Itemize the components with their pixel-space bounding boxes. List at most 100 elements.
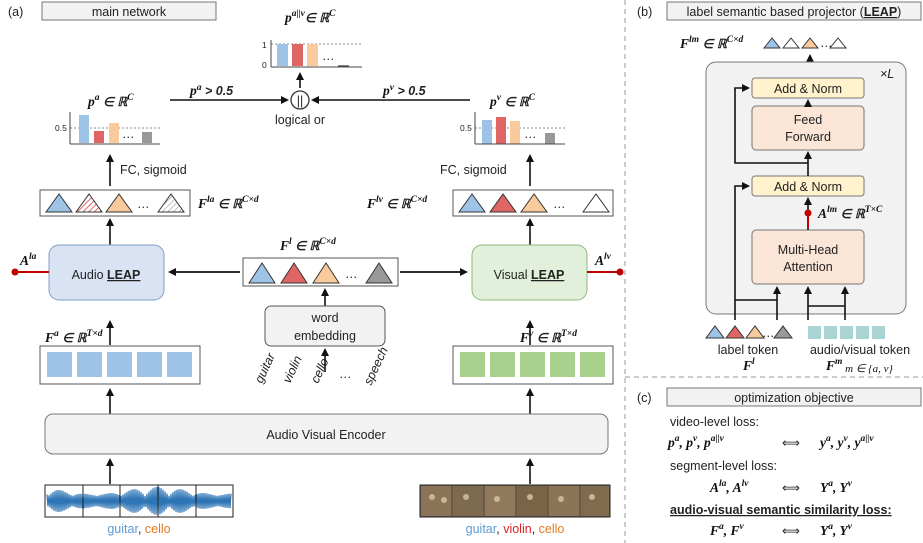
svg-text:pa ∈ ℝC: pa ∈ ℝC (87, 93, 134, 109)
svg-text:Forward: Forward (785, 130, 831, 144)
svg-text:pv ∈ ℝC: pv ∈ ℝC (489, 93, 536, 109)
svg-text:Audio LEAP: Audio LEAP (72, 268, 141, 282)
feature-fl: … (242, 257, 399, 287)
svg-text:segment-level loss:: segment-level loss: (670, 459, 777, 473)
svg-text:ya, yv, ya||v: ya, yv, ya||v (818, 434, 874, 450)
svg-text:Ala: Ala (19, 252, 37, 268)
bar-a-1 (79, 115, 89, 143)
svg-text:guitar, cello: guitar, cello (107, 522, 170, 536)
bar-av-2 (292, 44, 303, 66)
svg-text:video-level loss:: video-level loss: (670, 415, 759, 429)
bar-v-4 (545, 133, 555, 144)
svg-text:Fm m ∈ {a, v}: Fm m ∈ {a, v} (825, 357, 893, 375)
bar-v-1 (482, 120, 492, 144)
svg-text:Audio Visual Encoder: Audio Visual Encoder (266, 428, 385, 442)
svg-text:…: … (122, 127, 135, 141)
alv-dot (616, 268, 624, 276)
category-label: speech (361, 345, 391, 387)
svg-text:Multi-Head: Multi-Head (778, 243, 838, 257)
bar-a-3 (109, 123, 119, 143)
svg-text:1: 1 (262, 40, 267, 50)
svg-text:FC, sigmoid: FC, sigmoid (440, 163, 507, 177)
svg-text:Flm ∈ ℝC×d: Flm ∈ ℝC×d (679, 35, 744, 51)
word-embedding-block: word embedding (264, 305, 386, 347)
alm-dot (804, 209, 812, 217)
ala-dot (11, 268, 19, 276)
svg-text:Fa, Fv: Fa, Fv (709, 522, 745, 538)
svg-text:audio-visual semantic similari: audio-visual semantic similarity loss: (670, 503, 892, 517)
svg-text:(c): (c) (637, 391, 652, 405)
svg-text:Attention: Attention (783, 260, 832, 274)
svg-text:Fa ∈ ℝT×d: Fa ∈ ℝT×d (44, 329, 103, 345)
svg-text:…: … (345, 267, 358, 281)
output-pv: pv ∈ ℝC (489, 93, 536, 109)
bar-v-3 (510, 121, 520, 144)
svg-text:⟺: ⟺ (782, 481, 800, 495)
svg-text:…: … (322, 49, 335, 63)
output-p-av: pa||v∈ ℝC (284, 9, 336, 25)
svg-text:Alm ∈ ℝT×C: Alm ∈ ℝT×C (817, 205, 883, 221)
feature-fa (39, 345, 201, 385)
bar-av-3 (307, 44, 318, 66)
feature-flv: … (452, 189, 614, 217)
svg-text:0.5: 0.5 (55, 123, 67, 133)
svg-text:×L: ×L (880, 67, 894, 81)
svg-text:0.5: 0.5 (460, 123, 472, 133)
svg-text:pa, pv, pa||v: pa, pv, pa||v (667, 434, 725, 450)
video-frames (419, 484, 611, 518)
svg-text:Fv ∈ ℝT×d: Fv ∈ ℝT×d (519, 329, 577, 345)
feature-fla: … (39, 189, 191, 217)
panel-b-header: (b) label semantic based projector (LEAP… (637, 1, 922, 21)
bar-chart-v: 0.5 … (460, 112, 565, 145)
add-norm-top: Add & Norm (751, 77, 865, 99)
leap-output-triangles: … (762, 36, 848, 50)
svg-text:label semantic based projector: label semantic based projector (LEAP) (687, 5, 902, 19)
svg-text:0: 0 (262, 60, 267, 70)
svg-text:Visual LEAP: Visual LEAP (494, 268, 565, 282)
svg-text:Add & Norm: Add & Norm (774, 82, 842, 96)
svg-text:audio/visual token: audio/visual token (810, 343, 910, 357)
svg-text:logical or: logical or (275, 113, 325, 127)
panel-c-header: (c) optimization objective (637, 387, 922, 407)
add-norm-bottom: Add & Norm (751, 175, 865, 197)
label-token-triangles: … (705, 325, 793, 340)
svg-text:pa||v∈ ℝC: pa||v∈ ℝC (284, 9, 336, 25)
svg-text:Ya, Yv: Ya, Yv (820, 479, 853, 495)
svg-text:Fl: Fl (742, 357, 755, 373)
svg-text:Ala, Alv: Ala, Alv (709, 479, 749, 495)
feature-fv (452, 345, 614, 385)
svg-text:…: … (820, 36, 833, 50)
bar-a-2 (94, 131, 104, 143)
svg-text:pv > 0.5: pv > 0.5 (382, 83, 427, 98)
bar-chart-a: 0.5 … (55, 112, 160, 145)
svg-text:⟺: ⟺ (782, 436, 800, 450)
svg-text:optimization objective: optimization objective (734, 391, 854, 405)
audio-visual-encoder: Audio Visual Encoder (44, 413, 609, 455)
svg-text:Alv: Alv (594, 252, 612, 268)
svg-text:(b): (b) (637, 5, 652, 19)
svg-text:…: … (524, 127, 537, 141)
svg-text:…: … (553, 197, 566, 211)
svg-text:pa > 0.5: pa > 0.5 (189, 83, 234, 98)
visual-leap-block: Visual LEAP (471, 244, 588, 301)
bar-v-2 (496, 117, 506, 144)
audio-waveform (44, 484, 234, 518)
svg-text:Flv ∈ ℝC×d: Flv ∈ ℝC×d (366, 195, 427, 211)
svg-text:||: || (297, 94, 304, 108)
svg-text:(a): (a) (8, 5, 23, 19)
bar-av-1 (277, 44, 288, 66)
category-label: guitar (252, 350, 278, 385)
panel-a-header: (a) main network (8, 1, 217, 21)
category-label: … (339, 367, 352, 381)
svg-text:word: word (310, 311, 338, 325)
svg-text:main network: main network (92, 5, 167, 19)
av-token-squares (808, 326, 885, 339)
svg-text:guitar, violin, cello: guitar, violin, cello (466, 522, 565, 536)
output-pa: pa ∈ ℝC (87, 93, 134, 109)
multi-head-attention: Multi-Head Attention (751, 229, 865, 285)
audio-leap-block: Audio LEAP (48, 244, 165, 301)
svg-text:Feed: Feed (794, 113, 823, 127)
svg-text:Fla ∈ ℝC×d: Fla ∈ ℝC×d (197, 195, 259, 211)
